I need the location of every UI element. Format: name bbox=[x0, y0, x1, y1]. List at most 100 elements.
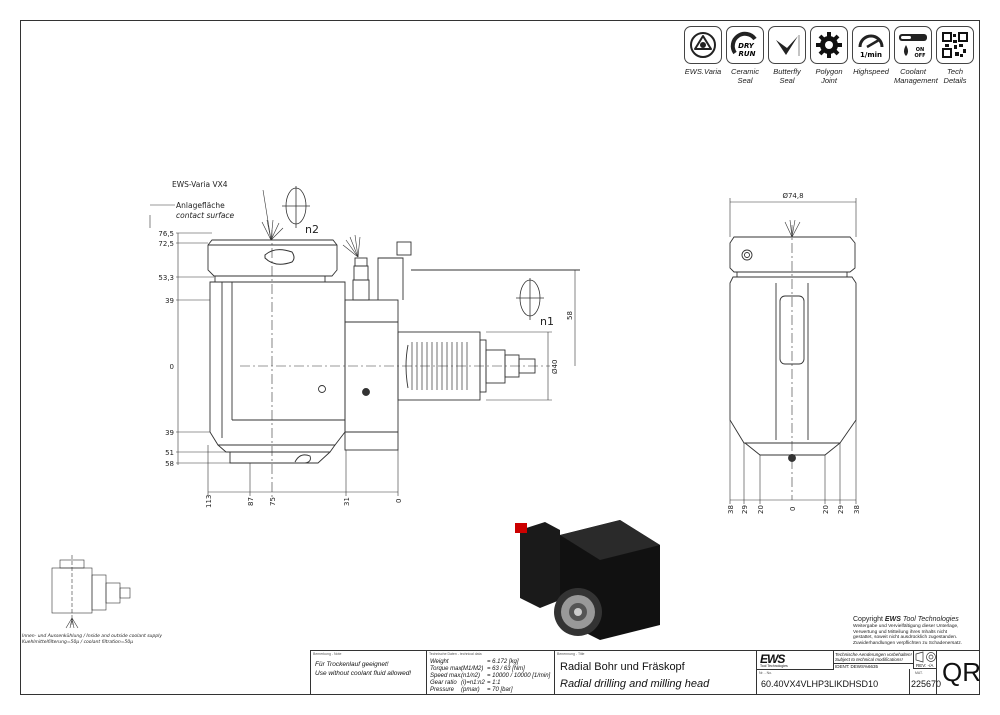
dim-label: 29 bbox=[837, 505, 845, 514]
copyright-suffix: Tool Technologies bbox=[902, 616, 959, 623]
tech-row: Speed max.(n1/n2)= 10000 / 10000 [1/min] bbox=[430, 673, 551, 679]
qr-label[interactable]: QR bbox=[942, 657, 981, 687]
projection-symbol-icon bbox=[915, 651, 936, 663]
svg-text:ON: ON bbox=[916, 47, 924, 53]
dim-label: 0 bbox=[789, 507, 797, 511]
polygon-gear-icon bbox=[816, 32, 842, 58]
svg-text:RUN: RUN bbox=[739, 50, 756, 58]
title-cell: Benennung - Title Radial Bohr und Fräsko… bbox=[554, 650, 756, 695]
callout-contact-en: contact surface bbox=[176, 211, 235, 220]
drawing-frame bbox=[20, 20, 980, 695]
tech-caption: Technische Daten - technical data bbox=[429, 652, 482, 656]
dim-label: 0 bbox=[170, 363, 174, 371]
feature-highspeed[interactable]: 1/min Highspeed bbox=[852, 26, 890, 85]
material-number: 225670 bbox=[909, 669, 941, 695]
changes-de: Technische Aenderungen vorbehalten! bbox=[835, 652, 912, 657]
label-n1: n1 bbox=[540, 315, 554, 328]
mat-caption: MAT. bbox=[915, 671, 923, 675]
tech-row: Weight= 6.172 [kg] bbox=[430, 659, 519, 665]
nr-caption: Nr. - No. bbox=[759, 671, 773, 675]
dim-label: 58 bbox=[165, 460, 174, 468]
feature-label: Polygon Joint bbox=[815, 67, 843, 85]
dim-label: 0 bbox=[395, 499, 403, 503]
title-caption: Benennung - Title bbox=[557, 652, 585, 656]
tech-row: Pressure(pmax)= 70 [bar] bbox=[430, 687, 513, 693]
ident: IDENT: DEWS%6635 bbox=[833, 663, 913, 669]
side-view bbox=[729, 198, 857, 504]
dim-label: 113 bbox=[205, 495, 213, 508]
dim-label: 87 bbox=[247, 497, 255, 506]
ews-logo: EWS bbox=[760, 652, 785, 666]
dim-label: 76,5 bbox=[158, 230, 174, 238]
dim-label: 53,3 bbox=[158, 274, 174, 282]
product-render bbox=[515, 520, 660, 640]
feature-label: Highspeed bbox=[853, 67, 889, 76]
varia-icon bbox=[690, 32, 716, 58]
coolant-note-1: Innen- und Aussenkühlung / Inside and ou… bbox=[22, 633, 162, 639]
front-view bbox=[207, 189, 580, 464]
feature-tech-details[interactable]: Tech Details bbox=[936, 26, 974, 85]
feature-label: EWS.Varia bbox=[684, 67, 722, 76]
feature-label: Tech Details bbox=[943, 67, 967, 85]
svg-text:1/min: 1/min bbox=[860, 51, 882, 59]
rotation-n2-icon bbox=[282, 186, 310, 228]
dim-58-label: 58 bbox=[566, 311, 574, 320]
callout-contact-de: Anlagefläche bbox=[176, 201, 225, 210]
butterfly-seal-icon bbox=[776, 35, 800, 56]
identification-cell: EWS Tool Technologies Technische Aenderu… bbox=[756, 650, 941, 695]
copyright-line: Zuwiderhandlungen verpflichten zu Schade… bbox=[853, 640, 963, 646]
ews-logo-sub: Tool Technologies bbox=[760, 664, 788, 668]
label-n2: n2 bbox=[305, 223, 319, 236]
dim-label: 38 bbox=[853, 505, 861, 514]
dim-d40-label: Ø40 bbox=[551, 360, 559, 374]
copyright-line: Weitergabe und Vervielfältigung dieser U… bbox=[853, 624, 959, 629]
remark-de: Für Trockenlauf geeignet! bbox=[315, 661, 389, 668]
dim-label: 20 bbox=[757, 505, 765, 514]
dim-label: 39 bbox=[165, 297, 174, 305]
callout-varia: EWS-Varia VX4 bbox=[172, 180, 228, 189]
feature-polygon-joint[interactable]: Polygon Joint bbox=[810, 26, 848, 85]
dim-label: 20 bbox=[822, 505, 830, 514]
svg-text:OFF: OFF bbox=[914, 53, 925, 59]
tech-row: Gear ratio(i)=n1:n2= 1:1 bbox=[430, 680, 501, 686]
qr-code-icon bbox=[942, 32, 968, 58]
copyright-brand: EWS bbox=[884, 616, 901, 623]
dim-label: 72,5 bbox=[158, 240, 174, 248]
dim-label: 39 bbox=[165, 429, 174, 437]
rotation-n1-icon bbox=[516, 278, 544, 320]
dim-label: 38 bbox=[727, 505, 735, 514]
feature-butterfly-seal[interactable]: Butterfly Seal bbox=[768, 26, 806, 85]
remark-en: Use without coolant fluid allowed! bbox=[315, 670, 412, 677]
speedometer-icon: 1/min bbox=[858, 34, 884, 59]
tech-row: Torque max.(M1/M2)= 63 / 63 [Nm] bbox=[430, 666, 525, 672]
dim-label: 75 bbox=[269, 497, 277, 506]
copyright-line: gestattet, soweit nicht ausdrücklich zug… bbox=[853, 635, 958, 640]
coolant-schematic bbox=[51, 555, 131, 629]
title-en: Radial drilling and milling head bbox=[560, 678, 710, 690]
dim-label: 51 bbox=[165, 449, 174, 457]
remark-caption: Bemerkung - Note bbox=[313, 652, 342, 656]
coolant-note-2: Kuehlmittelfilterung=50µ / coolant filtr… bbox=[22, 639, 133, 645]
copyright-prefix: Copyright bbox=[853, 616, 883, 623]
copyright-line: Verwertung und Mitteilung ihres Inhalts … bbox=[853, 629, 948, 635]
dim-side-width: Ø74,8 bbox=[782, 192, 803, 200]
qr-cell[interactable]: QR bbox=[936, 650, 981, 695]
feature-varia[interactable]: EWS.Varia bbox=[684, 26, 722, 85]
tech-data-cell: Technische Daten - technical data Weight… bbox=[426, 650, 554, 695]
feature-label: Butterfly Seal bbox=[773, 67, 801, 85]
svg-text:DRY: DRY bbox=[738, 42, 755, 50]
dim-label: 29 bbox=[741, 505, 749, 514]
title-de: Radial Bohr und Fräskopf bbox=[560, 661, 685, 673]
changes-en: Subject to technical modifications! bbox=[835, 657, 903, 662]
remark-cell: Bemerkung - Note Für Trockenlauf geeigne… bbox=[310, 650, 426, 695]
copyright-notice: Copyright EWS Tool Technologies Weiterga… bbox=[853, 616, 978, 646]
part-number: 60.40VX4VLHP3LIKDHSD10 bbox=[761, 679, 879, 689]
revision: REV: -/A bbox=[916, 663, 934, 668]
feature-label: Coolant Management bbox=[894, 67, 938, 85]
